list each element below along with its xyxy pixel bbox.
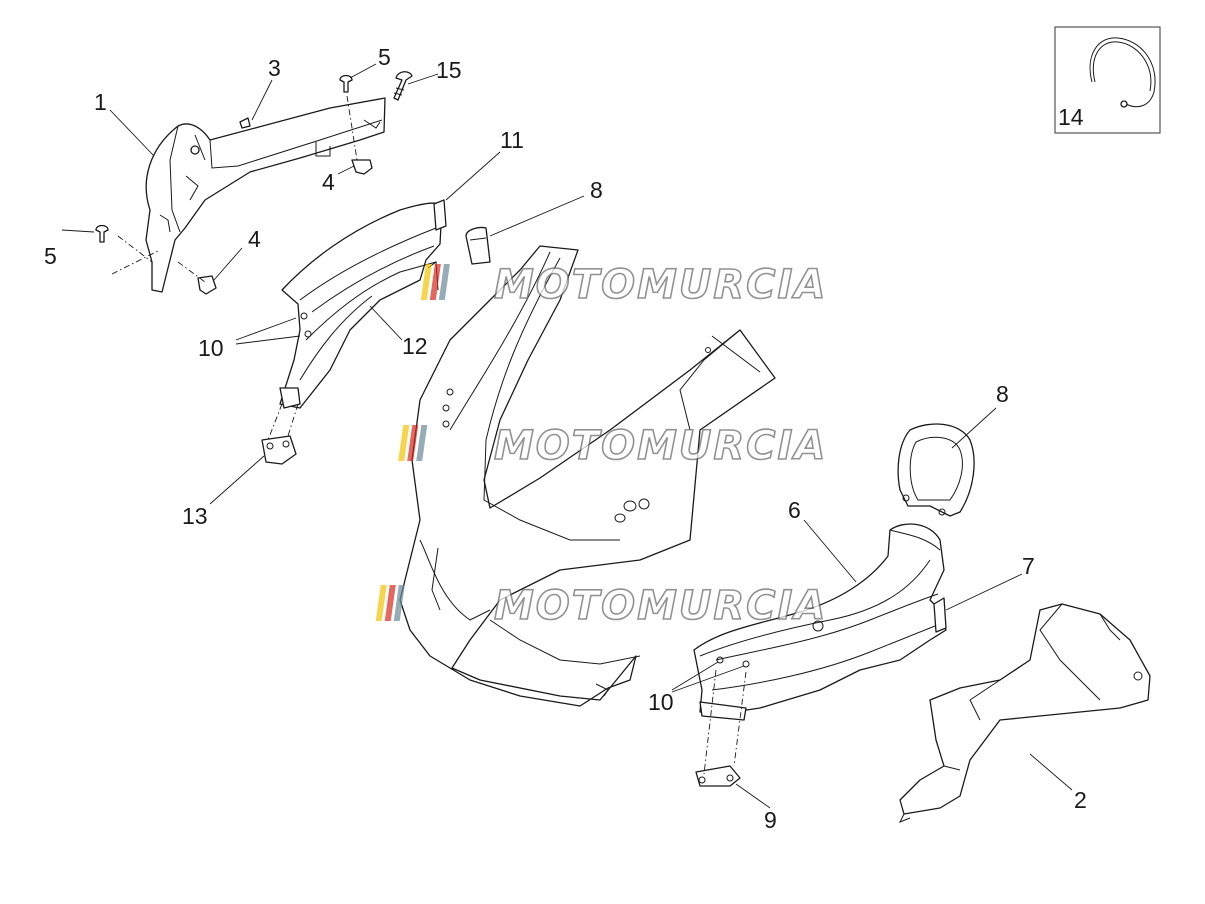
inset-part-14 bbox=[1054, 26, 1161, 134]
part-13-plate bbox=[261, 435, 297, 465]
watermark-stripe bbox=[375, 585, 387, 621]
callout-6: 6 bbox=[788, 497, 801, 523]
watermark-stripe bbox=[384, 585, 396, 621]
callout-4-left: 4 bbox=[248, 226, 261, 252]
watermark-stripe bbox=[393, 585, 405, 621]
main-front-fairing bbox=[399, 245, 776, 707]
part-8-gasket-right bbox=[897, 423, 975, 517]
callout-5-left: 5 bbox=[44, 243, 57, 269]
watermark-2: MOTOMURCIA bbox=[398, 422, 827, 470]
callout-7: 7 bbox=[1022, 553, 1035, 579]
callout-3: 3 bbox=[268, 55, 281, 81]
part-9-plate bbox=[695, 765, 741, 787]
part-6-right-duct bbox=[693, 523, 947, 721]
watermark-stripe bbox=[398, 425, 410, 461]
callout-10-left: 10 bbox=[198, 335, 224, 361]
part-1-bracket bbox=[145, 97, 386, 293]
callout-4-top: 4 bbox=[322, 169, 335, 195]
callout-11: 11 bbox=[500, 127, 524, 153]
callout-15: 15 bbox=[436, 57, 462, 83]
leader-lines bbox=[61, 63, 1073, 809]
callout-10-right: 10 bbox=[648, 689, 674, 715]
callout-5-top: 5 bbox=[378, 44, 391, 70]
callout-1: 1 bbox=[94, 89, 107, 115]
callout-8-top: 8 bbox=[590, 177, 603, 203]
watermark-stripe bbox=[438, 264, 450, 300]
watermark-3: MOTOMURCIA bbox=[375, 582, 827, 630]
callout-12: 12 bbox=[402, 333, 428, 359]
watermark-stripe bbox=[420, 264, 432, 300]
callout-2: 2 bbox=[1074, 787, 1087, 813]
svg-text:MOTOMURCIA: MOTOMURCIA bbox=[494, 423, 827, 469]
clip-4-top bbox=[351, 159, 373, 175]
screw-15 bbox=[393, 71, 413, 101]
part-8-gasket-top bbox=[465, 226, 491, 265]
fastener-5-left bbox=[95, 224, 109, 243]
callout-14: 14 bbox=[1058, 104, 1084, 130]
svg-text:MOTOMURCIA: MOTOMURCIA bbox=[494, 262, 827, 308]
callout-9: 9 bbox=[764, 807, 777, 833]
watermark-stripe bbox=[429, 264, 441, 300]
watermark-stripe bbox=[407, 425, 419, 461]
watermark-1: MOTOMURCIA bbox=[420, 261, 827, 309]
fastener-3 bbox=[239, 117, 251, 129]
svg-text:MOTOMURCIA: MOTOMURCIA bbox=[494, 583, 827, 629]
part-12-left-duct bbox=[279, 199, 447, 409]
callout-13: 13 bbox=[182, 503, 208, 529]
part-2-lower-fairing bbox=[898, 603, 1151, 823]
callout-labels: 1 2 3 4 4 5 5 6 7 8 8 9 10 10 11 12 13 1… bbox=[44, 44, 1087, 833]
watermark-stripe bbox=[416, 425, 428, 461]
callout-8-right: 8 bbox=[996, 381, 1009, 407]
